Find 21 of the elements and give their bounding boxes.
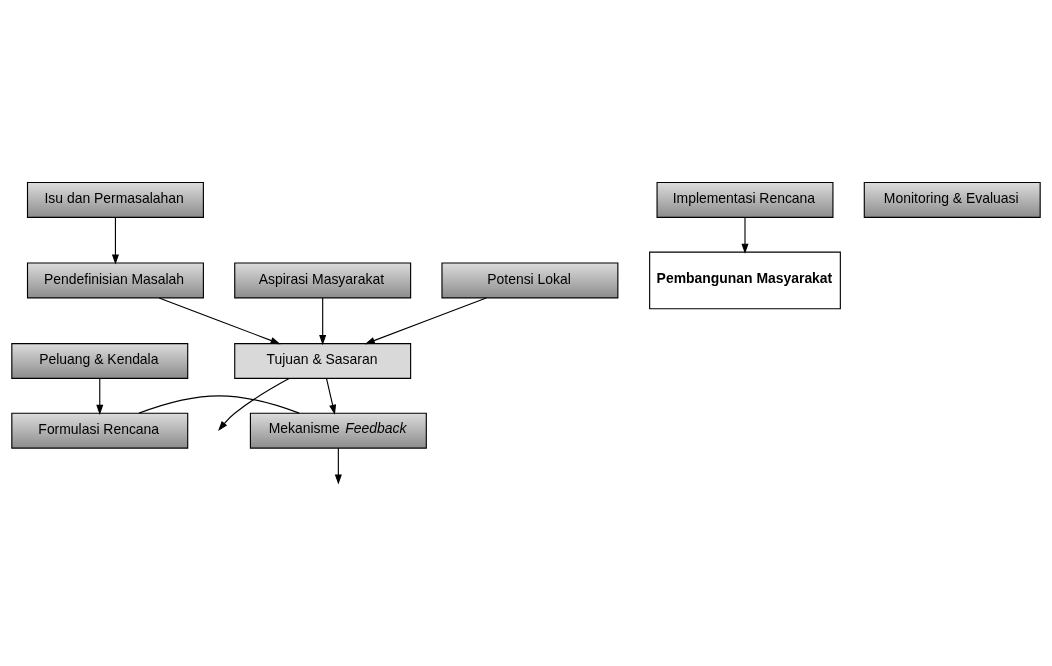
node-box: Implementasi Rencana (656, 181, 834, 218)
arrow (334, 447, 342, 485)
node-box: Aspirasi Masyarakat (234, 262, 412, 299)
arrow (158, 297, 281, 345)
node-box: Pendefinisian Masalah (26, 262, 204, 299)
node-box: Potensi Lokal (441, 262, 619, 299)
node-box: Mekanisme Feedback (249, 412, 427, 449)
arrow (741, 216, 749, 254)
node-box: Tujuan & Sasaran (234, 343, 412, 379)
node-box: Peluang & Kendala (11, 343, 189, 379)
arrow (218, 378, 290, 431)
node-box: Formulasi Rencana (11, 412, 189, 449)
arrow (326, 378, 337, 415)
arrow (111, 216, 119, 265)
arrow (96, 378, 104, 415)
arrow (364, 297, 487, 345)
arrow (319, 297, 327, 346)
node-box: Isu dan Permasalahan (26, 181, 204, 218)
node-box: Pembangunan Masyarakat (649, 251, 841, 310)
connector (138, 395, 300, 414)
node-box: Monitoring & Evaluasi (863, 181, 1041, 218)
